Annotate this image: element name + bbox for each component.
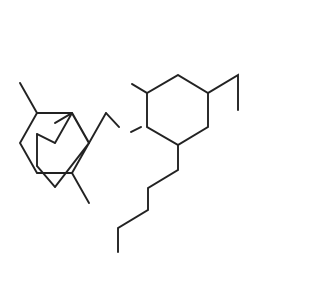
bond-methyl-bottom [71,172,90,204]
central-ring [146,73,209,147]
bond-ring-to-carbonyl [88,112,107,144]
bond-lines [36,112,90,188]
bond-skeleton [18,73,239,253]
bond-methyl-top [19,82,38,114]
bond-ring-to-cn [131,83,148,94]
middle-ring [207,73,239,111]
bond-b5-b6 [36,165,56,188]
bond-ring-b [54,112,73,124]
bond-b2-b3 [54,112,73,144]
bond-b6-b1 [54,142,90,188]
bond-carbonyl-to-n [105,112,120,128]
bond-n-to-ring-c [130,126,142,133]
molecule-structure [18,73,239,253]
pentyl-chain [117,144,179,253]
bond-b3-b4 [36,133,56,144]
